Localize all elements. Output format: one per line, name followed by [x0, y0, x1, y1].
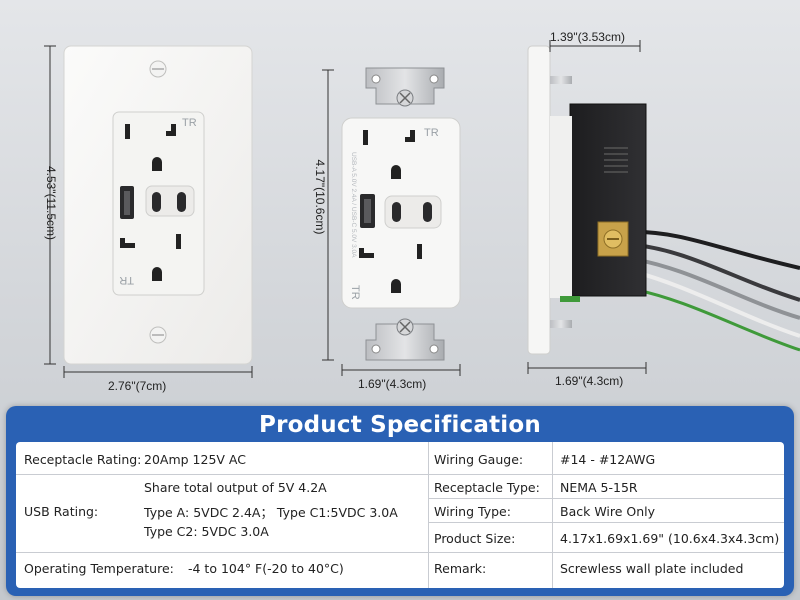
remark-value: Screwless wall plate included — [560, 561, 744, 576]
product-size-label: Product Size: — [434, 531, 516, 546]
outlet-width-label: 1.69"(4.3cm) — [358, 377, 427, 391]
usb-rating-line-1: Share total output of 5V 4.2A — [144, 480, 327, 495]
usb-c1-port — [152, 192, 161, 212]
spec-panel: Product Specification Receptacle Rating:… — [6, 406, 794, 596]
outlet-height-label: 4.17"(10.6cm) — [313, 159, 327, 235]
operating-temp-label: Operating Temperature: — [24, 561, 174, 576]
remark-label: Remark: — [434, 561, 487, 576]
usb-rating-label: USB Rating: — [24, 504, 99, 519]
plate-tr-label-bottom: TR — [119, 274, 134, 286]
usb-c2-port — [177, 192, 186, 212]
outlet-front — [341, 67, 461, 361]
outlet-dimension-lines — [322, 69, 461, 376]
side-width-label: 1.69"(4.3cm) — [555, 374, 624, 388]
product-size-value: 4.17x1.69x1.69" (10.6x4.3x4.3cm) — [560, 531, 780, 546]
plate-tr-label: TR — [182, 117, 197, 129]
wiring-gauge-value: #14 - #12AWG — [560, 452, 656, 467]
operating-temp-value: -4 to 104° F(-20 to 40°C) — [188, 561, 344, 576]
wiring-gauge-label: Wiring Gauge: — [434, 452, 524, 467]
plate-width-label: 2.76"(7cm) — [108, 379, 167, 393]
spec-title: Product Specification — [259, 412, 541, 438]
receptacle-rating-label: Receptacle Rating: — [24, 452, 142, 467]
plate-height-label: 4.53"(11.5cm) — [44, 165, 58, 241]
receptacle-type-label: Receptacle Type: — [434, 480, 540, 495]
product-illustration: TR TR TR TR USB-A 5.0V — [44, 40, 800, 378]
side-depth-label: 1.39"(3.53cm) — [550, 30, 625, 44]
outlet-side-view — [527, 45, 800, 355]
wiring-type-label: Wiring Type: — [434, 504, 511, 519]
usb-rating-line-2: Type A: 5VDC 2.4A； Type C1:5VDC 3.0A — [144, 505, 398, 520]
receptacle-rating-value: 20Amp 125V AC — [144, 452, 246, 467]
receptacle-type-value: NEMA 5-15R — [560, 480, 638, 495]
side-dimension-lines — [527, 40, 647, 374]
wall-plate-front — [63, 45, 253, 365]
plate-dimension-lines — [44, 45, 253, 378]
outlet-tr-label-bottom: TR — [349, 285, 361, 300]
outlet-side-print: USB-A 5.0V 2.4A / USB-C 5.0V 3.0A — [350, 152, 357, 258]
spec-table: Receptacle Rating: 20Amp 125V AC USB Rat… — [16, 442, 784, 588]
wiring-type-value: Back Wire Only — [560, 504, 656, 519]
usb-rating-line-3: Type C2: 5VDC 3.0A — [144, 524, 269, 539]
outlet-tr-label: TR — [424, 127, 439, 139]
